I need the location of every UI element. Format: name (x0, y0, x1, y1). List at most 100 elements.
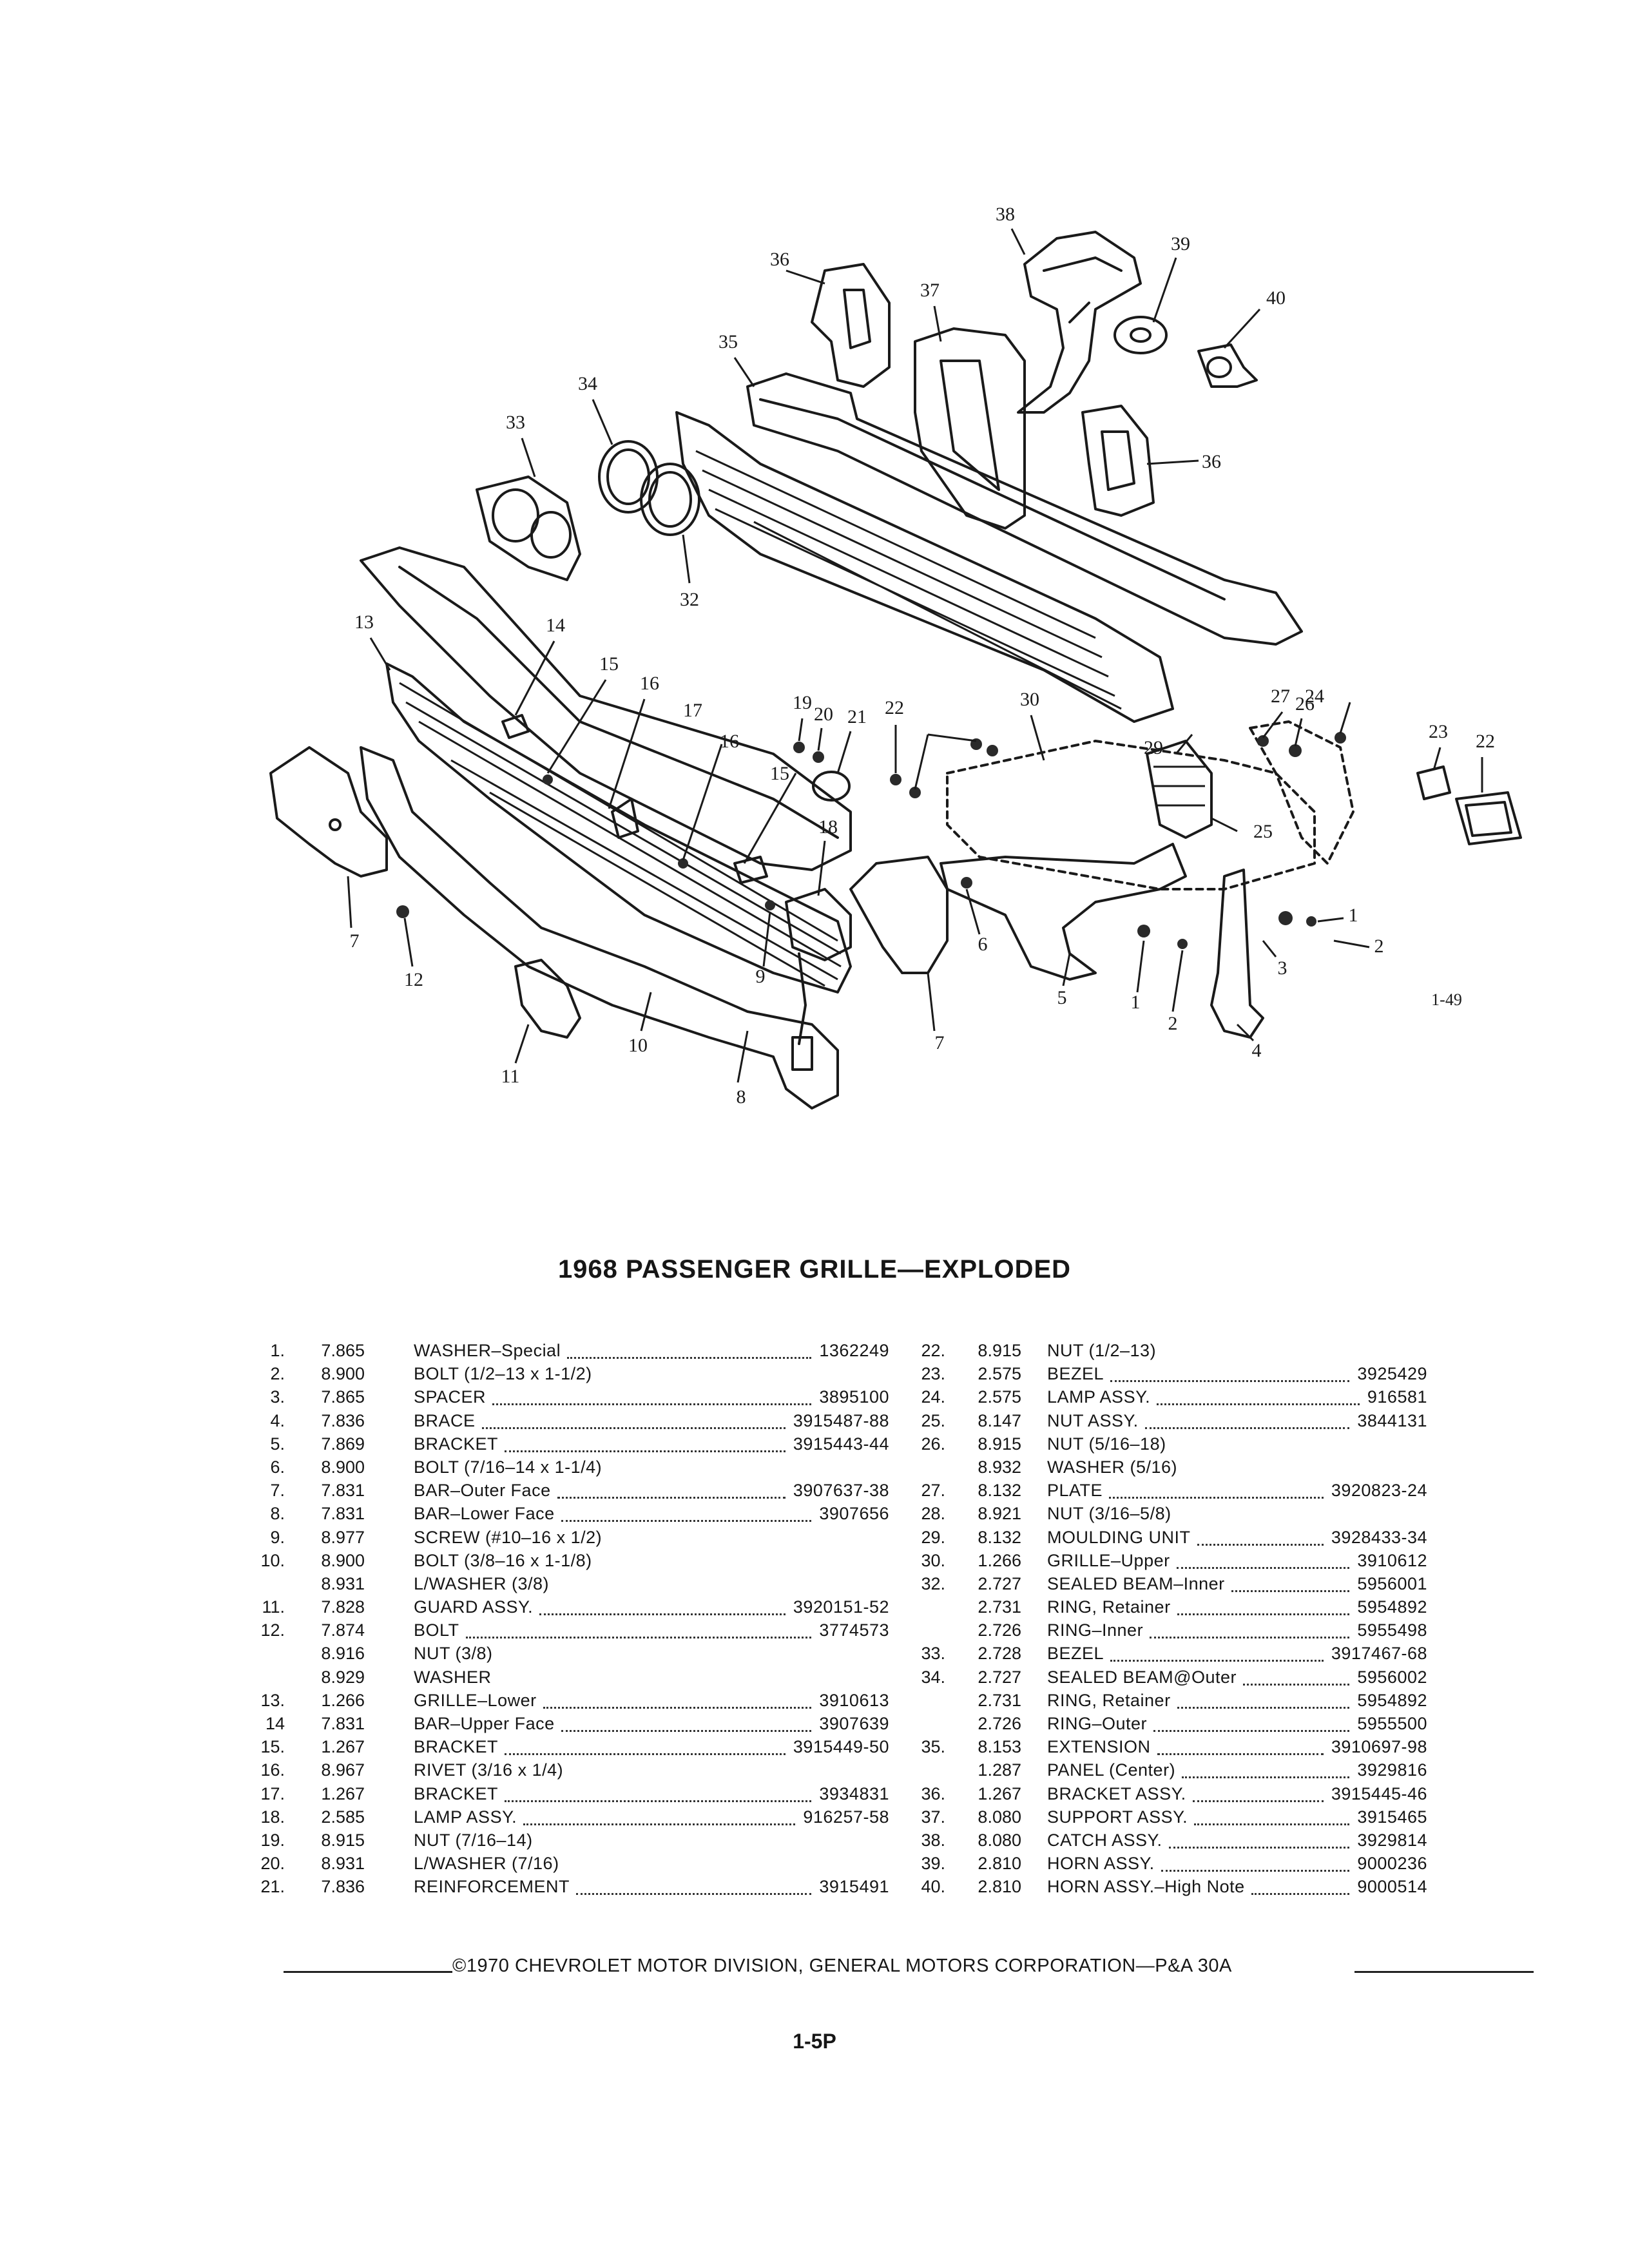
part-number: 3915487-88 (793, 1410, 889, 1430)
leader-lines (347, 228, 1483, 1083)
group-number: 1.267 (321, 1783, 365, 1803)
part-number: 3917467-68 (1331, 1644, 1427, 1664)
group-number: 1.287 (978, 1760, 1021, 1780)
dot-leader (1169, 1845, 1349, 1849)
footer-rule-right (1354, 1971, 1534, 1973)
item-number: 11. (262, 1597, 285, 1617)
group-number: 8.915 (321, 1830, 365, 1850)
group-number: 7.828 (321, 1597, 365, 1617)
part-description: GRILLE–Lower (414, 1690, 537, 1710)
part-description: NUT ASSY. (1047, 1410, 1139, 1430)
group-number: 1.267 (978, 1783, 1021, 1803)
item-number: 16. (260, 1760, 285, 1780)
callout-32: 32 (680, 589, 699, 610)
group-number: 2.727 (978, 1667, 1021, 1687)
part-description: PANEL (Center) (1047, 1760, 1176, 1780)
dot-leader (1193, 1799, 1324, 1802)
part-description: EXTENSION (1047, 1737, 1151, 1757)
part-number: 5954892 (1357, 1690, 1427, 1710)
part-7-bar-outer-face-right (849, 856, 949, 974)
part-description: BEZEL (1047, 1364, 1104, 1384)
item-number: 3. (270, 1387, 285, 1407)
item-number: 19. (260, 1830, 285, 1850)
part-description: NUT (7/16–14) (414, 1830, 533, 1850)
part-description: GRILLE–Upper (1047, 1550, 1170, 1570)
item-number: 7. (270, 1481, 285, 1501)
part-description: RING–Inner (1047, 1620, 1144, 1640)
dot-leader (1177, 1612, 1349, 1616)
group-number: 7.865 (321, 1387, 365, 1407)
dot-leader (1177, 1566, 1349, 1569)
part-number: 916257-58 (803, 1807, 889, 1827)
part-description: HORN ASSY.–High Note (1047, 1877, 1245, 1897)
group-number: 2.810 (978, 1877, 1021, 1897)
item-number: 33. (921, 1644, 945, 1664)
dot-leader (523, 1822, 795, 1825)
group-number: 1.267 (321, 1737, 365, 1757)
callout-7b: 7 (935, 1032, 945, 1053)
callout-17: 17 (683, 700, 702, 721)
callout-1b: 1 (1131, 992, 1141, 1013)
dot-leader (1110, 1379, 1349, 1383)
part-description: RING, Retainer (1047, 1597, 1171, 1617)
item-number: 28. (921, 1504, 945, 1524)
item-number: 20. (260, 1854, 285, 1874)
item-number: 13. (260, 1690, 285, 1710)
dot-leader (561, 1519, 811, 1523)
part-number: 5955500 (1357, 1714, 1427, 1733)
part-description: NUT (3/16–5/8) (1047, 1504, 1171, 1524)
callout-18: 18 (818, 816, 838, 838)
group-number: 8.080 (978, 1807, 1021, 1827)
item-number: 8. (270, 1504, 285, 1524)
item-number: 21. (260, 1877, 285, 1897)
callout-28: 27 (1271, 686, 1290, 707)
part-description: BEZEL (1047, 1644, 1104, 1664)
item-number: 10. (260, 1550, 285, 1570)
callout-21: 21 (847, 706, 867, 727)
part-description: BAR–Lower Face (414, 1504, 555, 1524)
dot-leader (1145, 1426, 1349, 1429)
item-number: 18. (260, 1807, 285, 1827)
part-number: 1362249 (819, 1341, 889, 1360)
item-number: 22. (921, 1341, 945, 1360)
group-number: 8.900 (321, 1457, 365, 1477)
item-number: 32. (921, 1573, 945, 1593)
item-number: 15. (260, 1737, 285, 1757)
callout-33: 33 (506, 412, 525, 433)
callout-3: 3 (1278, 957, 1287, 979)
part-number: 3895100 (819, 1387, 889, 1407)
group-number: 8.147 (978, 1410, 1021, 1430)
part-36-bracket-assy (811, 263, 1155, 517)
callout-5: 5 (1057, 987, 1067, 1008)
dot-leader (1157, 1752, 1324, 1756)
callout-13: 13 (354, 611, 374, 633)
group-number: 8.132 (978, 1481, 1021, 1501)
part-18-lamp-assy (785, 888, 852, 1071)
part-description: WASHER (5/16) (1047, 1457, 1178, 1477)
item-number: 40. (921, 1877, 945, 1897)
callout-8: 8 (737, 1086, 746, 1108)
item-number: 6. (270, 1457, 285, 1477)
part-description: NUT (3/8) (414, 1644, 493, 1664)
part-description: BOLT (1/2–13 x 1-1/2) (414, 1364, 592, 1384)
item-number: 25. (921, 1410, 945, 1430)
part-24-lamp-assy (1416, 765, 1451, 800)
part-description: GUARD ASSY. (414, 1597, 534, 1617)
